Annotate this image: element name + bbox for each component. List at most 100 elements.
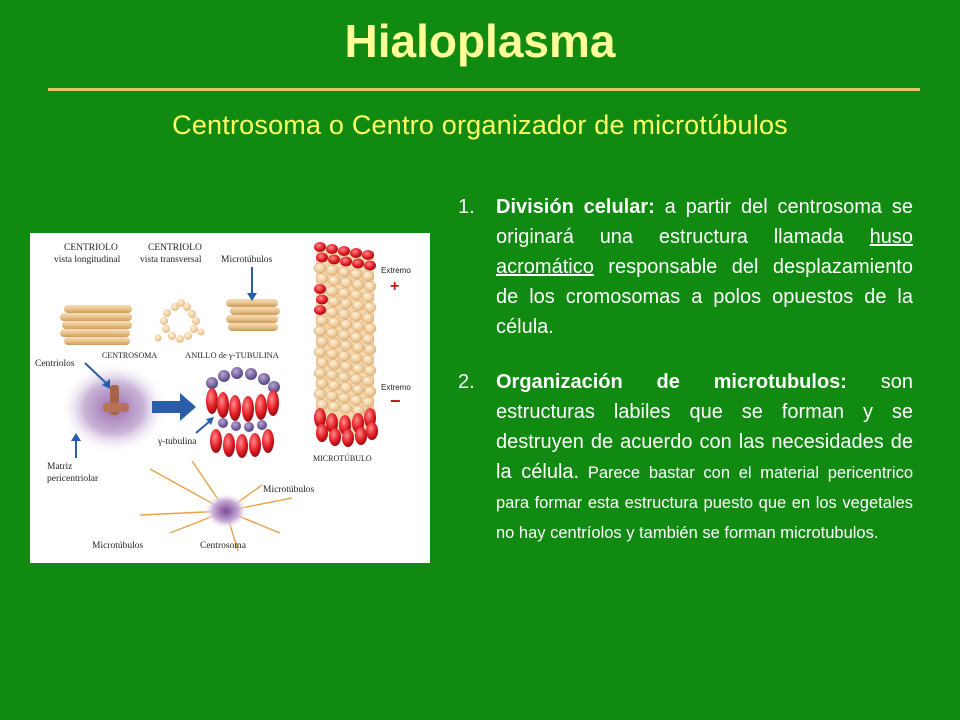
item-number: 2. <box>458 371 475 393</box>
item-heading: Organización de microtubulos: <box>496 371 847 393</box>
centriole-longitudinal-drawing <box>60 305 132 345</box>
label-matriz-2: pericentriolar <box>47 474 99 484</box>
label-anillo-gamma: ANILLO de γ-TUBULINA <box>185 350 280 360</box>
tubulin-bead <box>325 348 339 360</box>
tubulin-bead <box>350 248 362 258</box>
tubulin-bead <box>351 279 365 290</box>
tubulin-bead <box>361 291 375 303</box>
tubulin-bead <box>313 346 327 358</box>
tubulin-bead <box>328 254 340 265</box>
tubulin-bead <box>349 268 363 280</box>
tubulin-bead <box>325 327 339 339</box>
item-heading: División celular: <box>496 196 655 218</box>
tubulin-bead <box>349 331 363 343</box>
tubulin-bead <box>351 321 365 332</box>
centrosome-core-drawing <box>204 493 248 529</box>
tubulin-bead <box>313 325 327 337</box>
label-extremo-plus: Extremo <box>381 266 411 275</box>
item-number: 1. <box>458 196 475 218</box>
tubulin-bead <box>325 369 339 381</box>
tubulin-bead <box>325 390 339 402</box>
microtubule-column-drawing <box>313 242 378 447</box>
arrow-icon <box>152 393 196 421</box>
centrosome-illustration: CENTRIOLO vista longitudinal CENTRIOLO v… <box>30 233 430 563</box>
tubulin-bead <box>363 281 377 292</box>
tubulin-bead <box>363 344 377 355</box>
content-list: 1. División celular: a partir del centro… <box>458 192 913 547</box>
tubulin-bead <box>361 270 375 282</box>
gamma-tubulin-ring-drawing <box>195 367 280 458</box>
tubulin-bead <box>361 375 375 387</box>
tubulin-bead <box>351 342 365 353</box>
tubulin-bead <box>361 396 375 408</box>
tubulin-bead <box>361 312 375 324</box>
tubulin-bead <box>316 294 328 305</box>
tubulin-bead <box>363 302 377 313</box>
label-centriolo-longitudinal-1: CENTRIOLO <box>64 243 118 253</box>
slide-subtitle: Centrosoma o Centro organizador de micro… <box>172 110 788 140</box>
tubulin-bead <box>339 277 353 288</box>
item-text: responsable del desplazamiento de los cr… <box>496 256 913 338</box>
slide-title: Hialoplasma <box>344 15 616 67</box>
tubulin-bead <box>327 401 341 412</box>
tubulin-bead <box>315 315 329 326</box>
tubulin-bead <box>327 338 341 349</box>
tubulin-bead <box>337 350 351 362</box>
tubulin-bead <box>339 382 353 393</box>
item-body: Organización de microtubulos: son estruc… <box>496 367 913 547</box>
label-centriolos: Centriolos <box>35 359 75 369</box>
tubulin-bead <box>314 284 326 294</box>
tubulin-bead <box>337 392 351 404</box>
centrosome-drawing <box>60 362 168 458</box>
tubulin-bead <box>314 242 326 252</box>
tubulin-bead <box>313 367 327 379</box>
tubulin-bead <box>349 310 363 322</box>
tubulin-bead <box>327 296 341 307</box>
plus-sign: + <box>390 278 399 295</box>
list-item: 2. Organización de microtubulos: son est… <box>458 367 913 547</box>
tubulin-bead <box>361 333 375 345</box>
tubulin-bead <box>339 361 353 372</box>
centrosome-diagram: CENTRIOLO vista longitudinal CENTRIOLO v… <box>35 242 411 552</box>
underlined-term: huso acromático <box>496 226 913 278</box>
label-gamma-tubulina: γ-tubulina <box>157 437 197 447</box>
tubulin-bead <box>351 384 365 395</box>
tubulin-bead <box>349 289 363 301</box>
tubulin-bead <box>326 244 338 254</box>
tubulin-bead <box>315 273 329 284</box>
label-centriolo-longitudinal-2: vista longitudinal <box>54 255 121 265</box>
tubulin-bead <box>339 319 353 330</box>
tubulin-bead <box>349 394 363 406</box>
tubulin-bead <box>352 258 364 269</box>
tubulin-bead <box>315 378 329 389</box>
tubulin-bead <box>315 336 329 347</box>
label-microtubulos-top: Microtúbulos <box>221 255 272 265</box>
tubulin-bead <box>361 354 375 366</box>
tubulin-bead <box>327 380 341 391</box>
tubulin-bead <box>313 388 327 400</box>
tubulin-bead <box>315 399 329 410</box>
tubulin-bead <box>339 340 353 351</box>
minus-sign: − <box>390 391 401 411</box>
label-microtubulos-right: Microtúbulos <box>263 485 314 495</box>
item-text-small: Parece bastar con el material pericentri… <box>496 464 914 542</box>
tubulin-bead <box>349 373 363 385</box>
list-item: 1. División celular: a partir del centro… <box>458 192 913 342</box>
tubulin-bead <box>327 317 341 328</box>
title-divider <box>48 88 920 91</box>
item-text: son estructuras labiles que se forman y … <box>496 371 913 483</box>
tubulin-bead <box>362 250 374 260</box>
tubulin-bead <box>325 306 339 318</box>
label-centriolo-transversal-1: CENTRIOLO <box>148 243 202 253</box>
label-matriz-1: Matriz <box>47 462 72 472</box>
tubulin-bead <box>325 285 339 297</box>
tubulin-bead <box>313 262 327 274</box>
label-microtubulo-caps: MICROTÚBULO <box>313 453 372 463</box>
centriole-transverse-drawing <box>154 299 205 343</box>
tubulin-bead <box>363 323 377 334</box>
label-centrosoma-caps: CENTROSOMA <box>102 351 157 360</box>
tubulin-bead <box>337 329 351 341</box>
label-microtubulos-left: Microtúbulos <box>92 541 143 551</box>
tubulin-bead <box>327 359 341 370</box>
tubulin-bead <box>339 403 353 414</box>
